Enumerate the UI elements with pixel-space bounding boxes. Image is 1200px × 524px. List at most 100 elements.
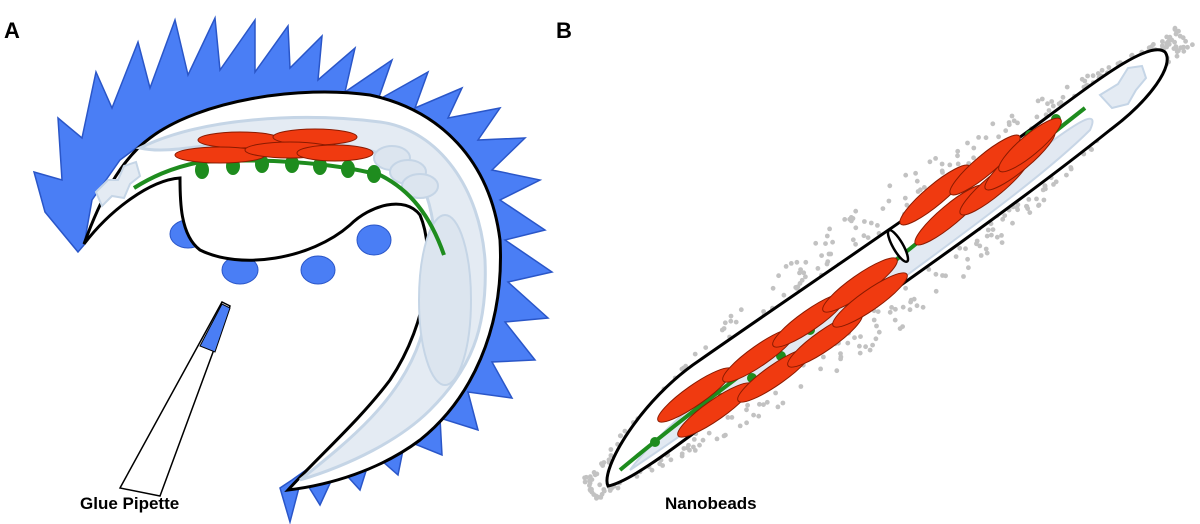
nanobead bbox=[803, 259, 809, 265]
nanobead bbox=[903, 172, 909, 178]
nanobead bbox=[1045, 101, 1050, 107]
nanobead bbox=[947, 162, 953, 168]
nanobead bbox=[780, 400, 786, 406]
nanobead bbox=[798, 384, 804, 389]
nanobead bbox=[751, 412, 756, 418]
neuron bbox=[285, 155, 299, 173]
nanobead bbox=[862, 219, 867, 224]
glue-pipette-caption: Glue Pipette bbox=[80, 494, 180, 513]
nanobead bbox=[1036, 202, 1042, 208]
nanobead bbox=[721, 433, 727, 439]
nanobeads-caption: Nanobeads bbox=[665, 494, 757, 513]
nanobead bbox=[589, 489, 595, 495]
nanobead bbox=[599, 461, 604, 467]
glue-pipette bbox=[118, 301, 231, 497]
nanobead bbox=[830, 239, 835, 245]
nanobead bbox=[622, 428, 628, 434]
nanobead bbox=[933, 271, 939, 277]
nanobead bbox=[793, 285, 799, 290]
nanobead bbox=[599, 491, 605, 497]
nanobead bbox=[737, 423, 743, 429]
neuron bbox=[195, 161, 209, 179]
nanobead bbox=[764, 399, 770, 405]
nanobead bbox=[914, 178, 920, 184]
nanobead bbox=[834, 368, 840, 374]
nanobead bbox=[965, 256, 970, 262]
nanobead bbox=[994, 234, 1000, 240]
nanobead bbox=[728, 313, 734, 319]
nanobead bbox=[685, 445, 690, 451]
nanobead bbox=[821, 354, 826, 360]
nanobead bbox=[857, 350, 863, 356]
nanobead bbox=[842, 217, 848, 222]
nanobead bbox=[725, 415, 731, 420]
nanobead bbox=[733, 319, 739, 325]
nanobead bbox=[868, 220, 874, 226]
nanobead bbox=[873, 336, 879, 342]
neuron bbox=[341, 160, 355, 178]
nanobead bbox=[983, 135, 989, 141]
nanobead bbox=[853, 225, 859, 231]
nanobead bbox=[939, 161, 945, 167]
nanobead bbox=[914, 303, 920, 309]
pipette-glue-fill bbox=[199, 303, 231, 353]
nanobead bbox=[1002, 213, 1008, 219]
nanobead bbox=[971, 145, 977, 151]
neuron-group bbox=[195, 155, 381, 183]
nanobead bbox=[1173, 46, 1179, 51]
nanobead bbox=[827, 226, 832, 232]
neuron bbox=[367, 165, 381, 183]
nanobead bbox=[918, 187, 923, 193]
nanobead bbox=[1164, 34, 1170, 40]
nanobead bbox=[1041, 197, 1047, 203]
vulva bbox=[886, 228, 910, 264]
nanobead bbox=[957, 245, 963, 251]
nanobead bbox=[880, 206, 886, 212]
pharynx bbox=[94, 160, 142, 208]
nanobead bbox=[907, 307, 913, 313]
nanobead bbox=[721, 326, 727, 331]
nanobead bbox=[824, 233, 830, 239]
nanobead bbox=[1160, 39, 1165, 44]
nanobead bbox=[922, 185, 927, 190]
nanobead bbox=[738, 307, 744, 313]
nanobead bbox=[875, 223, 880, 228]
nanobead bbox=[744, 407, 749, 413]
nanobead bbox=[996, 134, 1001, 140]
nanobead bbox=[1034, 114, 1040, 120]
nanobead bbox=[823, 241, 828, 247]
nanobead bbox=[697, 442, 702, 448]
pharynx bbox=[1098, 64, 1148, 110]
nanobead bbox=[582, 479, 588, 485]
nanobead bbox=[692, 351, 698, 357]
nanobead bbox=[1068, 166, 1074, 172]
nanobead bbox=[999, 233, 1004, 238]
nanobead bbox=[961, 274, 966, 279]
nanobead bbox=[1035, 98, 1041, 104]
nanobead bbox=[729, 415, 735, 420]
nanobead bbox=[1173, 31, 1179, 37]
pipette-glass bbox=[118, 301, 231, 497]
nanobead bbox=[660, 463, 665, 468]
muscle-group bbox=[657, 117, 1062, 438]
nanobead bbox=[1183, 38, 1188, 44]
nanobead bbox=[803, 274, 808, 280]
nanobead bbox=[781, 292, 787, 298]
nanobead bbox=[1095, 71, 1101, 76]
nanobead bbox=[606, 457, 612, 463]
nanobead bbox=[1046, 108, 1052, 113]
nanobead bbox=[691, 437, 697, 442]
nanobead bbox=[861, 233, 867, 239]
nanobead bbox=[1064, 172, 1069, 178]
nanobead bbox=[1009, 113, 1015, 119]
nanobead bbox=[1089, 147, 1094, 153]
nanobead bbox=[874, 323, 879, 329]
nanobead bbox=[819, 253, 824, 258]
nanobead bbox=[757, 401, 762, 407]
nanobead bbox=[955, 148, 961, 154]
nanobead bbox=[1169, 37, 1175, 43]
nanobead bbox=[863, 344, 868, 350]
nanobead bbox=[867, 347, 873, 353]
panel-b-label: B bbox=[556, 18, 572, 43]
muscle-cell bbox=[832, 272, 908, 328]
